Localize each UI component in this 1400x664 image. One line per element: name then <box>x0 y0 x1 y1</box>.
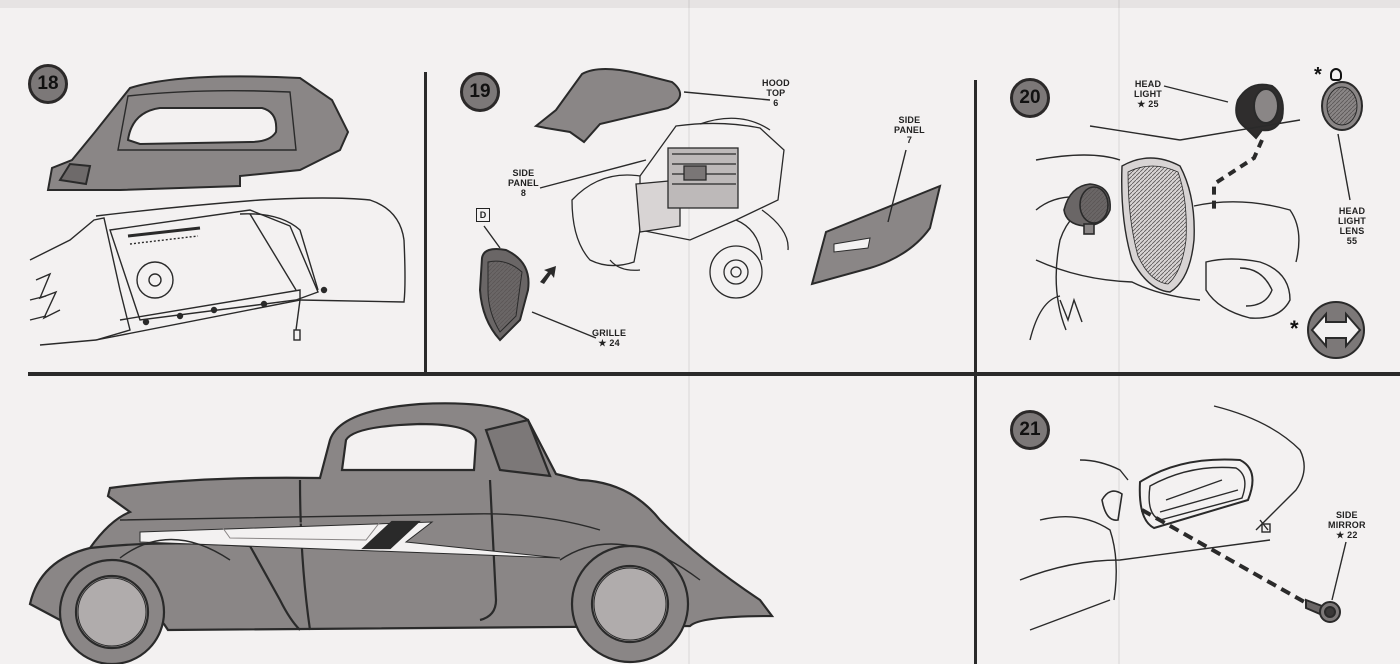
callout-side-mirror: SIDE MIRROR ★ 22 <box>1328 510 1366 540</box>
fold-crease <box>1118 0 1120 664</box>
step19-hood-top <box>533 68 681 144</box>
step18-roof-part <box>46 75 350 191</box>
step-number-18: 18 <box>28 64 68 104</box>
asterisk-lens-note: * <box>1314 64 1322 86</box>
step-number-21: 21 <box>1010 410 1050 450</box>
step20-lens-part <box>1321 81 1363 131</box>
bulb-icon <box>1330 68 1342 81</box>
callout-side-panel-7: SIDE PANEL 7 <box>894 115 925 145</box>
step20-flip-icon <box>1307 301 1365 359</box>
divider-vertical-18-19 <box>424 72 427 374</box>
step19-grille-part <box>478 248 530 342</box>
callout-head-light-lens: HEAD LIGHT LENS 55 <box>1338 206 1366 246</box>
step19-side-panel-7 <box>810 184 942 286</box>
paper-edge <box>0 0 1400 8</box>
step-number-20: 20 <box>1010 78 1050 118</box>
asterisk-flip-note: * <box>1290 316 1299 341</box>
callout-grille: GRILLE ★ 24 <box>592 328 627 348</box>
side-profile-wheels <box>58 544 690 664</box>
fold-crease <box>688 0 690 664</box>
step21-mirror-part <box>1305 598 1341 623</box>
callout-side-panel-8: SIDE PANEL 8 <box>508 168 539 198</box>
step19-arrow-icon <box>540 266 556 284</box>
step18-body-interior <box>29 197 406 346</box>
divider-horizontal <box>28 372 1400 376</box>
callout-hood-top: HOOD TOP 6 <box>762 78 790 108</box>
step19-engine-bay <box>571 117 789 299</box>
step21-car-window <box>1019 405 1305 631</box>
step20-car-front <box>1029 119 1301 341</box>
step20-mounted-headlight <box>1063 183 1111 235</box>
step-number-19: 19 <box>460 72 500 112</box>
callout-head-light: HEAD LIGHT ★ 25 <box>1134 79 1162 109</box>
marker-box-d: D <box>476 208 490 222</box>
